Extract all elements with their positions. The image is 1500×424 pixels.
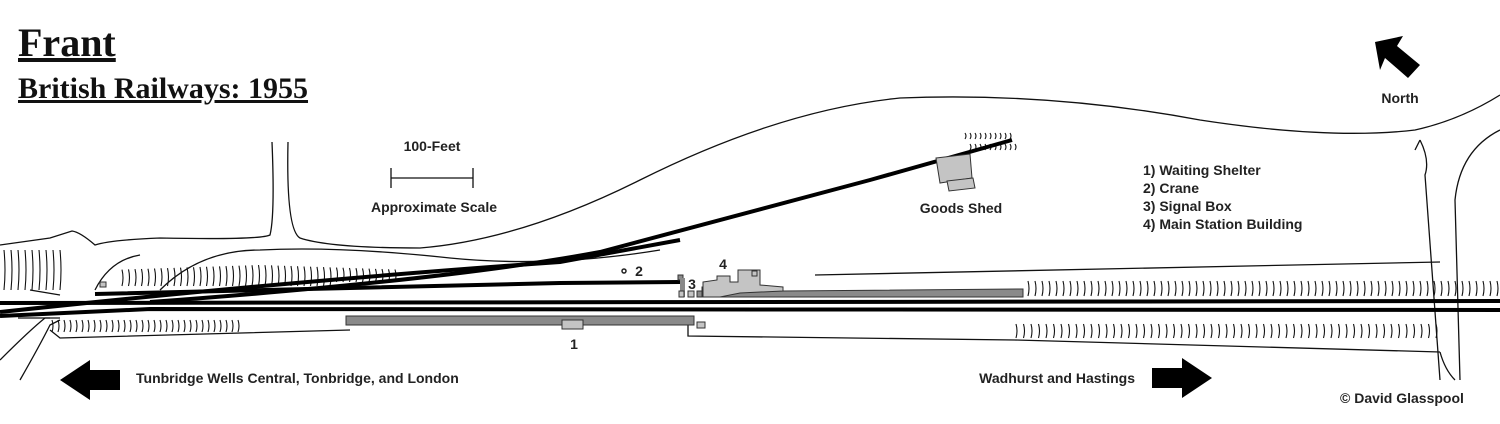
north-arrow-icon — [1375, 36, 1420, 78]
goods-shed-label: Goods Shed — [920, 200, 1002, 216]
right-destination: Wadhurst and Hastings — [979, 370, 1135, 386]
copyright: © David Glasspool — [1340, 390, 1464, 406]
marker-2: 2 — [635, 263, 643, 279]
left-destination: Tunbridge Wells Central, Tonbridge, and … — [136, 370, 459, 386]
embankment-hatching — [3, 132, 1499, 339]
marker-1: 1 — [570, 336, 578, 352]
legend-item: 3) Signal Box — [1143, 198, 1232, 214]
marker-4: 4 — [719, 256, 727, 272]
waiting-shelter — [561, 319, 584, 330]
scale-caption: Approximate Scale — [371, 199, 497, 215]
legend-item: 4) Main Station Building — [1143, 216, 1302, 232]
crane-icon — [621, 268, 627, 274]
road-outlines — [0, 94, 1500, 381]
scale-length-label: 100-Feet — [404, 138, 461, 154]
down-platform — [345, 315, 695, 326]
north-label: North — [1381, 90, 1418, 106]
legend: 1) Waiting Shelter 2) Crane 3) Signal Bo… — [1143, 162, 1302, 232]
left-arrow-icon — [60, 360, 120, 400]
legend-item: 1) Waiting Shelter — [1143, 162, 1261, 178]
right-arrow-icon — [1152, 358, 1212, 398]
tracks — [0, 138, 1500, 318]
goods-shed — [935, 153, 976, 192]
small-hut — [696, 321, 706, 329]
main-station-building — [702, 269, 784, 298]
map-title: Frant — [18, 20, 116, 65]
map-subtitle: British Railways: 1955 — [18, 72, 308, 105]
signal-box — [677, 274, 703, 298]
legend-item: 2) Crane — [1143, 180, 1199, 196]
marker-3: 3 — [688, 276, 696, 292]
small-hut — [99, 281, 107, 288]
scale-bar — [390, 168, 474, 188]
